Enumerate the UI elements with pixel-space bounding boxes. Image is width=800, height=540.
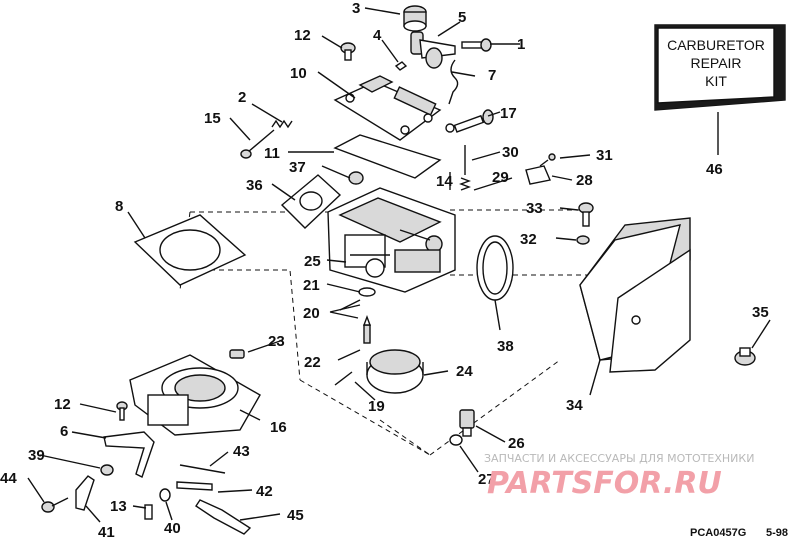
callout-40: 40: [164, 520, 181, 537]
callout-35: 35: [752, 304, 769, 321]
part-5-primer-valve: [410, 31, 456, 69]
callout-46: 46: [706, 161, 723, 178]
callout-36: 36: [246, 177, 263, 194]
part-30-spring-screw: [459, 145, 471, 191]
callout-13: 13: [110, 498, 127, 515]
callout-22: 22: [304, 354, 321, 371]
callout-5: 5: [458, 9, 466, 26]
callout-10: 10: [290, 65, 307, 82]
part-21-o-ring: [358, 287, 376, 297]
part-36-gasket: [280, 174, 342, 229]
part-35-plug: [734, 347, 756, 366]
kit-label-line3: KIT: [705, 73, 727, 89]
part-31-screw: [539, 153, 556, 167]
callout-38: 38: [497, 338, 514, 355]
callout-24: 24: [456, 363, 473, 380]
part-41-link: [75, 475, 95, 511]
figure-code: PCA0457G: [690, 527, 746, 539]
part-33-screw: [578, 202, 594, 227]
callout-12-top: 12: [294, 27, 311, 44]
part-40-washer: [159, 488, 171, 502]
callout-12-bottom: 12: [54, 396, 71, 413]
carburetor-body: [327, 187, 456, 293]
callout-42: 42: [256, 483, 273, 500]
kit-label-line1: CARBURETOR: [667, 37, 765, 53]
callout-30: 30: [502, 144, 519, 161]
callout-14: 14: [436, 173, 453, 190]
part-12-lower-screw: [116, 401, 128, 421]
carburetor-repair-kit-box: CARBURETOR REPAIR KIT: [654, 24, 786, 111]
part-7-link: [448, 59, 459, 105]
watermark-logo: PARTSFOR.RU: [487, 466, 722, 501]
part-1-screw: [461, 38, 492, 52]
callout-7: 7: [488, 67, 496, 84]
callout-29: 29: [492, 169, 509, 186]
part-12-top-screw: [340, 42, 356, 61]
part-44-screw: [41, 497, 69, 513]
part-3-cap: [403, 5, 427, 32]
callout-4: 4: [373, 27, 382, 44]
callout-39: 39: [28, 447, 45, 464]
part-14-washer: [445, 123, 455, 133]
part-2-spring: [271, 119, 293, 129]
part-34-silencer: [579, 217, 691, 373]
part-26-fitting: [459, 409, 475, 437]
callout-41: 41: [98, 524, 115, 540]
leader-lines: [27, 7, 771, 523]
callout-8: 8: [115, 198, 123, 215]
part-10-cover: [333, 75, 442, 141]
part-19-pin: [334, 371, 353, 386]
callout-37: 37: [289, 159, 306, 176]
callout-6: 6: [60, 423, 68, 440]
callout-28: 28: [576, 172, 593, 189]
callout-21: 21: [303, 277, 320, 294]
part-16-float-bowl: [129, 354, 261, 436]
kit-label-line2: REPAIR: [690, 55, 741, 71]
callout-15: 15: [204, 110, 221, 127]
callout-17: 17: [500, 105, 517, 122]
callout-16: 16: [270, 419, 287, 436]
part-24-float: [366, 349, 424, 394]
callout-20: 20: [303, 305, 320, 322]
callout-11: 11: [264, 145, 280, 162]
part-37-plug: [348, 171, 364, 185]
part-13-screw: [144, 504, 153, 520]
part-39-washer: [100, 464, 114, 476]
part-43-rod: [179, 464, 226, 474]
part-32-washer: [576, 235, 590, 245]
callout-32: 32: [520, 231, 537, 248]
callout-33: 33: [526, 200, 543, 217]
callout-23: 23: [268, 333, 285, 350]
callout-labels: 1 2 3 4 5 6 7 8 10 11 12 12 13 14 15 16 …: [0, 0, 769, 540]
callout-27: 27: [478, 471, 495, 488]
part-23-jet: [229, 349, 245, 359]
callout-19: 19: [368, 398, 385, 415]
part-17-screw: [453, 109, 494, 133]
callout-43: 43: [233, 443, 250, 460]
callout-25: 25: [304, 253, 321, 270]
part-4-clip: [394, 61, 408, 71]
part-15-screw: [240, 129, 275, 159]
part-42-link-arm: [176, 481, 213, 491]
part-6-lever: [103, 431, 155, 478]
callout-44: 44: [0, 470, 17, 487]
part-38-ring: [476, 235, 514, 301]
figure-date: 5-98: [766, 527, 788, 539]
part-11-gasket: [333, 134, 442, 179]
callout-1: 1: [517, 36, 525, 53]
part-8-flange-gasket: [133, 214, 247, 286]
callout-34: 34: [566, 397, 583, 414]
callout-31: 31: [596, 147, 613, 164]
part-45-handle: [195, 499, 252, 535]
callout-45: 45: [287, 507, 304, 524]
part-27-washer: [449, 434, 463, 446]
callout-26: 26: [508, 435, 525, 452]
watermark-tagline: ЗАПЧАСТИ И АКСЕССУАРЫ ДЛЯ МОТОТЕХНИКИ: [484, 452, 754, 465]
part-28-bracket: [525, 165, 551, 185]
callout-2: 2: [238, 89, 246, 106]
callout-3: 3: [352, 0, 360, 17]
